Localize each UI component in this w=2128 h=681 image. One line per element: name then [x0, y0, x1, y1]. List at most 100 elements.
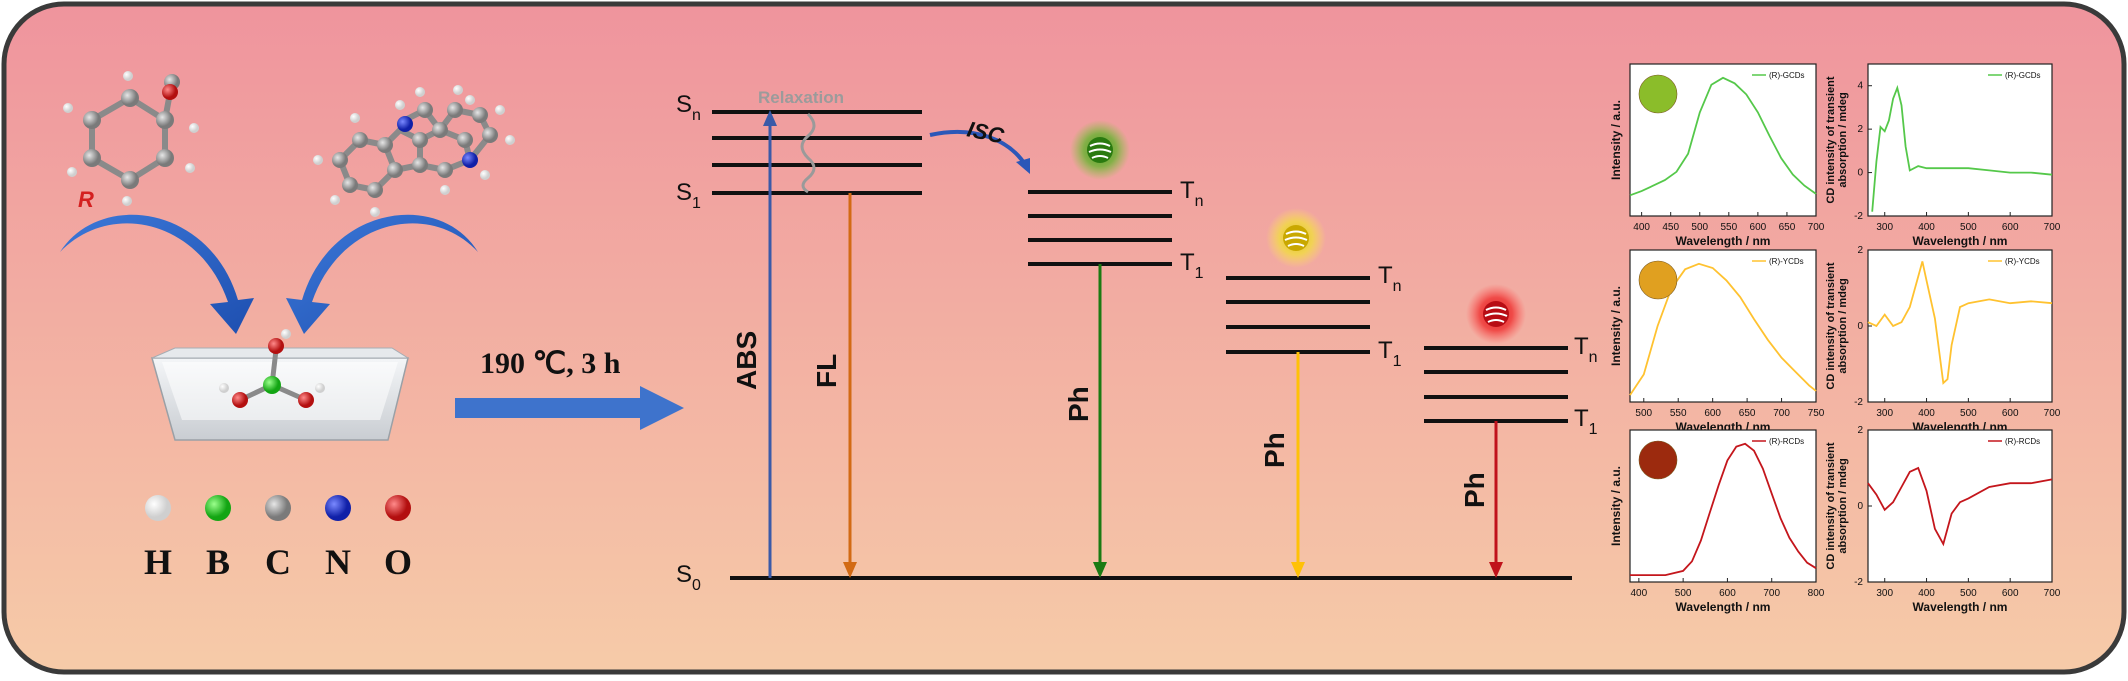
x-tick-label: 400 [1918, 408, 1935, 419]
x-tick-label: 600 [1704, 408, 1721, 419]
y-axis-label: Intensity / a.u. [1609, 466, 1623, 546]
y-axis-label: Intensity / a.u. [1609, 100, 1623, 180]
x-tick-label: 300 [1876, 588, 1893, 599]
sample-photo-dot [1638, 74, 1678, 114]
x-tick-label: 450 [1662, 222, 1679, 233]
x-tick-label: 700 [2044, 588, 2061, 599]
atom-ball [325, 495, 351, 521]
x-tick-label: 400 [1633, 222, 1650, 233]
reaction-arrow [455, 386, 684, 430]
y-tick-label: 0 [1857, 501, 1863, 512]
legend-label: (R)-RCDs [1769, 437, 1804, 446]
atom-symbol: H [144, 542, 172, 582]
x-tick-label: 700 [2044, 222, 2061, 233]
spectrum-curve [1629, 76, 1817, 197]
fl-label: FL [811, 354, 842, 388]
x-tick-label: 500 [1675, 588, 1692, 599]
green-cd-dot [1070, 120, 1130, 180]
y-axis-label-line2: absorption / mdeg [1837, 458, 1849, 553]
y-tick-label: 2 [1857, 425, 1863, 436]
tn-label-yellow: Tn [1378, 262, 1402, 295]
y-tick-label: 2 [1857, 124, 1863, 135]
x-tick-label: 300 [1876, 408, 1893, 419]
y-tick-label: 0 [1857, 321, 1863, 332]
x-tick-label: 600 [2002, 588, 2019, 599]
x-axis-label: Wavelength / nm [1913, 600, 2008, 614]
atom-ball [385, 495, 411, 521]
substituent-label: R [78, 187, 94, 212]
x-tick-label: 500 [1960, 588, 1977, 599]
y-axis-label-line1: CD intensity of transient [1825, 442, 1837, 569]
relaxation-wiggle [800, 112, 816, 194]
red-cd-dot [1466, 284, 1526, 344]
atom-ball [265, 495, 291, 521]
ph-label-red: Ph [1459, 472, 1490, 508]
t1-label-yellow: T1 [1378, 337, 1402, 370]
sn-label: Sn [676, 91, 701, 124]
y-tick-label: -2 [1854, 211, 1863, 222]
curved-arrow-left [60, 214, 254, 334]
plot-frame [1867, 63, 2053, 217]
x-tick-label: 500 [1960, 408, 1977, 419]
y-tick-label: -2 [1854, 397, 1863, 408]
x-tick-label: 650 [1779, 222, 1796, 233]
atom-ball [205, 495, 231, 521]
benzaldehyde-molecule [63, 71, 199, 206]
spectrum-curve [1867, 466, 2053, 547]
atom-symbol: B [206, 542, 230, 582]
s1-label: S1 [676, 179, 701, 212]
abs-label: ABS [731, 331, 762, 390]
t1-label-red: T1 [1574, 405, 1598, 438]
spectrum-curve [1629, 262, 1817, 396]
atom-ball [145, 495, 171, 521]
y-axis-label-line2: absorption / mdeg [1837, 278, 1849, 373]
x-axis-label: Wavelength / nm [1913, 234, 2008, 248]
atom-symbol: C [265, 542, 291, 582]
relaxation-label: Relaxation [758, 88, 844, 107]
x-tick-label: 500 [1691, 222, 1708, 233]
x-tick-label: 750 [1808, 408, 1825, 419]
atom-symbol: O [384, 542, 412, 582]
x-tick-label: 400 [1631, 588, 1648, 599]
atom-legend-item: C [265, 495, 291, 582]
ph-label-green: Ph [1063, 386, 1094, 422]
atom-legend-item: O [384, 495, 412, 582]
reaction-dish [151, 347, 410, 441]
y-axis-label-line1: CD intensity of transient [1825, 262, 1837, 389]
x-tick-label: 400 [1918, 222, 1935, 233]
legend-label: (R)-GCDs [1769, 71, 1805, 80]
y-axis-label-line1: CD intensity of transient [1825, 76, 1837, 203]
tn-label-green: Tn [1180, 177, 1204, 210]
x-tick-label: 600 [1719, 588, 1736, 599]
sample-photo-dot [1638, 440, 1678, 480]
x-tick-label: 800 [1808, 588, 1825, 599]
x-axis-label: Wavelength / nm [1676, 234, 1771, 248]
y-tick-label: -2 [1854, 577, 1863, 588]
isc-arrow [929, 129, 1028, 168]
reaction-condition: 190 ℃, 3 h [480, 347, 621, 380]
s0-label: S0 [676, 561, 701, 594]
x-tick-label: 500 [1960, 222, 1977, 233]
x-axis-label: Wavelength / nm [1676, 600, 1771, 614]
y-tick-label: 0 [1857, 168, 1863, 179]
indoloquinolizidine-molecule [313, 85, 515, 217]
energy-level-diagram [712, 110, 1572, 580]
atom-legend-item: H [144, 495, 172, 582]
ph-label-yellow: Ph [1259, 432, 1290, 468]
boric-acid-molecule [219, 329, 325, 408]
x-tick-label: 550 [1670, 408, 1687, 419]
x-tick-label: 400 [1918, 588, 1935, 599]
legend-label: (R)-YCDs [2005, 257, 2040, 266]
atom-legend-item: N [325, 495, 351, 582]
atom-symbol: N [325, 542, 351, 582]
legend-label: (R)-GCDs [2005, 71, 2041, 80]
atom-legend-item: B [205, 495, 231, 582]
